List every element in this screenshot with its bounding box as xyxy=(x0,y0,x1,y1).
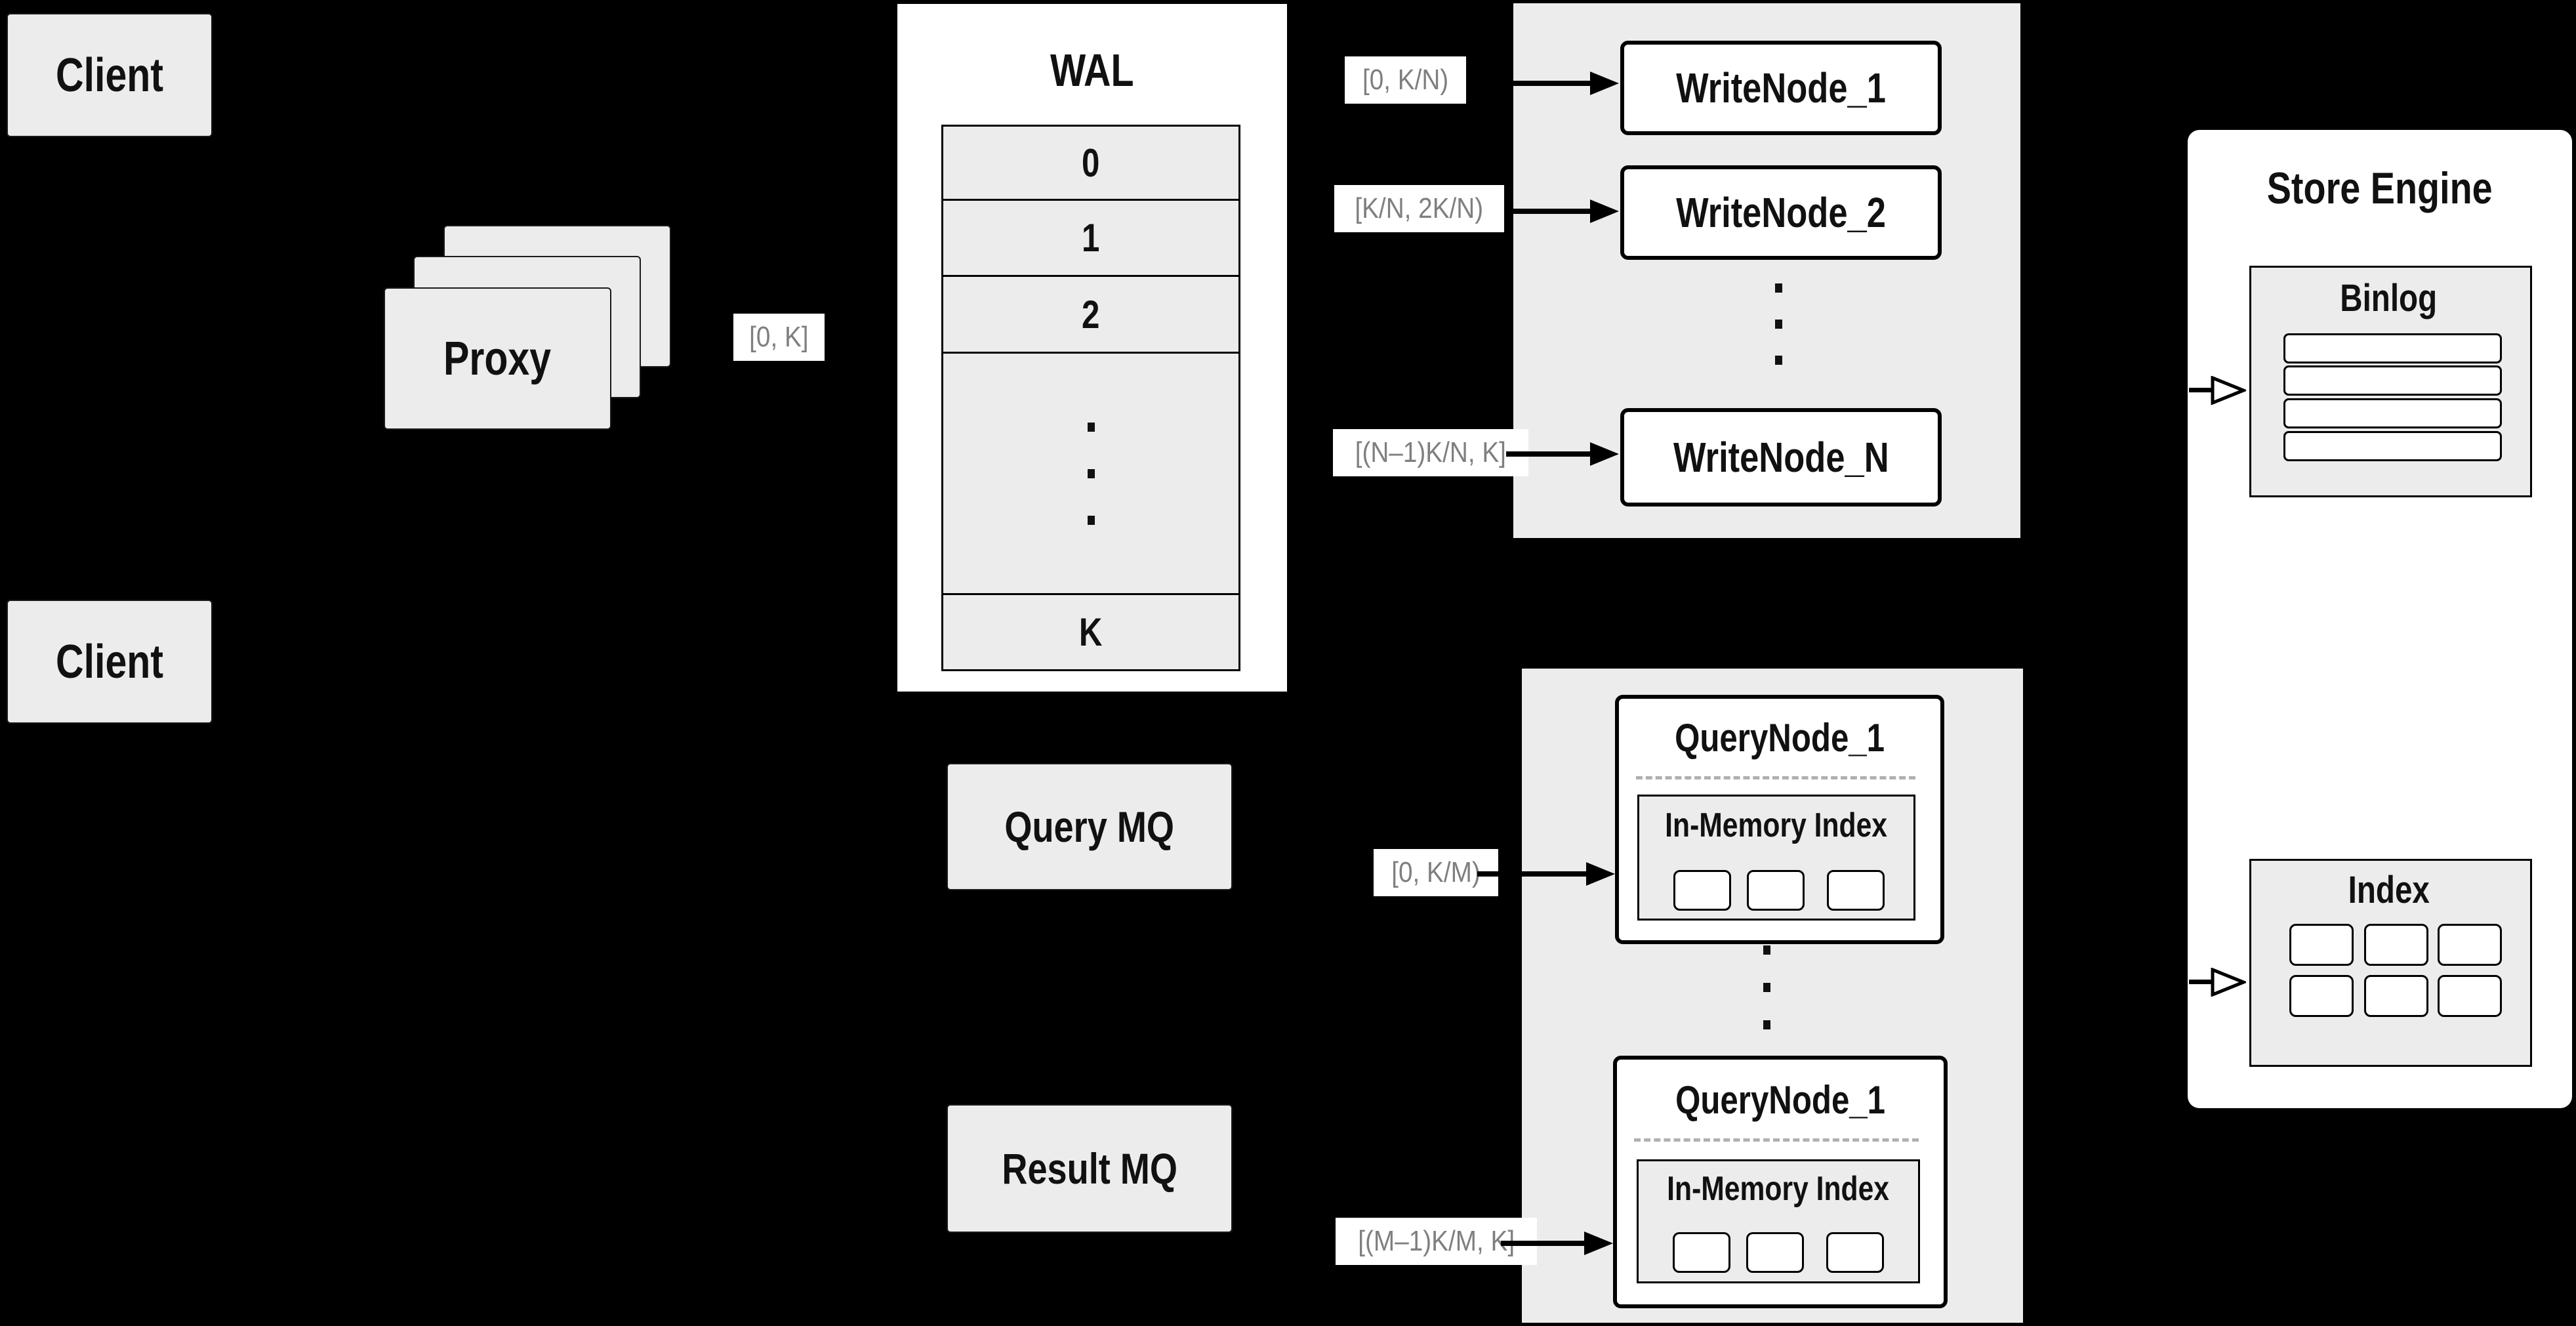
binlog-row xyxy=(2283,398,2502,428)
ellipsis-dot xyxy=(1775,320,1782,329)
client-label: Client xyxy=(55,49,163,102)
proxy-box: Proxy xyxy=(384,287,611,430)
memory-cell xyxy=(1826,1232,1884,1273)
memory-cell xyxy=(1673,870,1731,911)
client-label: Client xyxy=(55,635,163,688)
arrow-shaft xyxy=(1477,871,1586,877)
client-box-bottom: Client xyxy=(7,600,213,724)
memory-cell xyxy=(1747,870,1805,911)
arrow-shaft xyxy=(1506,209,1590,214)
wal-row-label: 1 xyxy=(1082,216,1100,260)
index-cell xyxy=(2289,924,2354,966)
query-mq-box: Query MQ xyxy=(947,763,1233,890)
dashed-divider xyxy=(1636,776,1915,779)
range-label-query-1: [0, K/M) xyxy=(1374,849,1499,896)
ellipsis-dot xyxy=(1087,468,1095,478)
wal-row-label: 0 xyxy=(1082,140,1100,185)
wal-row: 0 xyxy=(943,127,1238,201)
range-label-write-n: [(N–1)K/N, K] xyxy=(1333,429,1528,476)
arrow-head xyxy=(1590,199,1619,223)
ellipsis-dot xyxy=(1775,283,1782,293)
ellipsis-dot xyxy=(1775,356,1782,365)
write-node-label: WriteNode_2 xyxy=(1676,189,1886,236)
proxy-label: Proxy xyxy=(443,332,552,385)
in-memory-index-box: In-Memory Index xyxy=(1637,795,1915,921)
client-box-top: Client xyxy=(7,13,213,137)
arrow-head xyxy=(1584,1232,1613,1255)
arrow-shaft xyxy=(1506,451,1590,457)
query-mq-label: Query MQ xyxy=(1004,802,1175,851)
index-cell xyxy=(2364,924,2428,966)
index-cell xyxy=(2289,975,2354,1017)
in-memory-index-box: In-Memory Index xyxy=(1637,1159,1920,1283)
wal-row-label: 2 xyxy=(1082,292,1100,337)
ellipsis-dot xyxy=(1087,422,1095,432)
dashed-divider xyxy=(1634,1138,1919,1142)
arrow-head xyxy=(1590,72,1619,95)
query-node-2: QueryNode_1 In-Memory Index xyxy=(1613,1056,1948,1308)
wal-title: WAL xyxy=(1050,45,1134,96)
index-cell xyxy=(2438,975,2502,1017)
wal-row-label: K xyxy=(1079,610,1103,654)
wal-row: K xyxy=(943,595,1238,669)
write-node-label: WriteNode_1 xyxy=(1676,64,1886,112)
arrow-head xyxy=(1590,442,1619,466)
query-node-title: QueryNode_1 xyxy=(1675,1077,1885,1122)
binlog-row xyxy=(2283,365,2502,396)
in-memory-index-title: In-Memory Index xyxy=(1667,1170,1890,1208)
ellipsis-dot xyxy=(1763,945,1770,955)
range-label-write-1: [0, K/N) xyxy=(1345,56,1467,104)
result-mq-box: Result MQ xyxy=(947,1104,1233,1233)
memory-cell xyxy=(1673,1232,1730,1273)
open-arrow-head xyxy=(2211,968,2246,997)
range-label-proxy: [0, K] xyxy=(733,314,825,361)
memory-cell xyxy=(1746,1232,1804,1273)
write-node-n: WriteNode_N xyxy=(1620,408,1942,507)
memory-cell xyxy=(1827,870,1885,911)
open-arrow-head xyxy=(2211,376,2246,405)
arrow-head xyxy=(1586,862,1615,886)
binlog-row xyxy=(2283,431,2502,461)
wal-row: 2 xyxy=(943,277,1238,354)
wal-row-ellipsis xyxy=(943,354,1238,595)
wal-row: 1 xyxy=(943,201,1238,277)
write-node-label: WriteNode_N xyxy=(1673,434,1889,481)
write-node-2: WriteNode_2 xyxy=(1620,165,1942,260)
range-label-write-2: [K/N, 2K/N) xyxy=(1334,185,1504,232)
in-memory-index-title: In-Memory Index xyxy=(1665,806,1888,844)
ellipsis-dot xyxy=(1763,983,1770,992)
write-node-1: WriteNode_1 xyxy=(1620,41,1942,135)
ellipsis-dot xyxy=(1763,1020,1770,1029)
result-mq-label: Result MQ xyxy=(1002,1144,1177,1193)
open-arrow-shaft xyxy=(2189,980,2213,984)
index-cell xyxy=(2364,975,2428,1017)
store-engine-title: Store Engine xyxy=(2267,163,2493,213)
open-arrow-shaft xyxy=(2189,388,2213,392)
query-node-1: QueryNode_1 In-Memory Index xyxy=(1615,695,1944,944)
query-node-title: QueryNode_1 xyxy=(1675,715,1885,760)
arrow-shaft xyxy=(1477,81,1590,86)
index-cell xyxy=(2438,924,2502,966)
wal-segment-table: 0 1 2 K xyxy=(941,125,1240,671)
index-title: Index xyxy=(2348,868,2430,911)
ellipsis-dot xyxy=(1087,515,1095,525)
arrow-shaft xyxy=(1501,1241,1584,1246)
binlog-title: Binlog xyxy=(2340,276,2438,320)
binlog-row xyxy=(2283,333,2502,363)
